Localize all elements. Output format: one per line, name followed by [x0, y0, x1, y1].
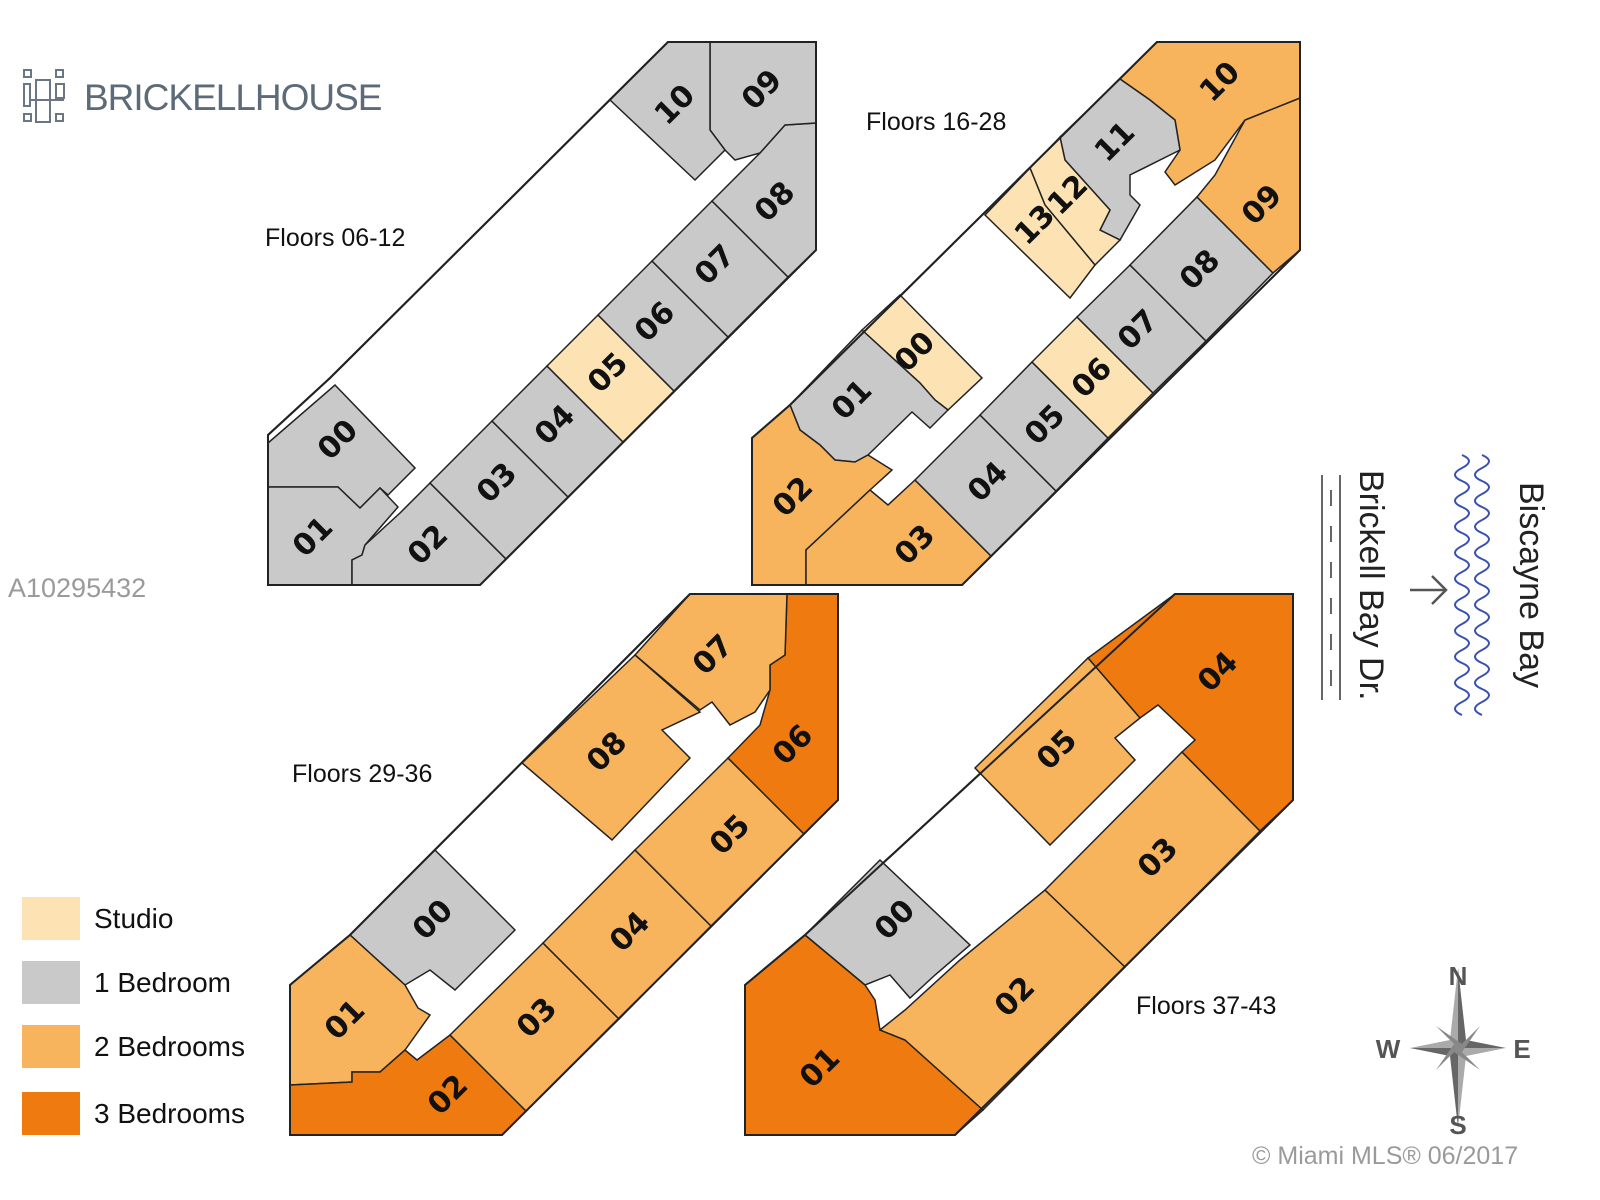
logo-mark-icon	[23, 69, 65, 123]
legend-studio: Studio	[22, 897, 173, 940]
unit-13-studio[interactable]	[983, 166, 1096, 300]
unit-05-2br[interactable]	[973, 656, 1142, 847]
floor-label-29-36: Floors 29-36	[292, 760, 433, 788]
legend-label: Studio	[94, 902, 174, 934]
plan-outline-stroke	[744, 593, 1294, 1136]
compass-east: E	[1513, 1034, 1530, 1064]
legend-3-bedrooms: 3 Bedrooms	[22, 1092, 245, 1135]
legend-2-bedrooms: 2 Bedrooms	[22, 1025, 245, 1068]
listing-id: A10295432	[8, 573, 147, 603]
brickellhouse-logo: BRICKELLHOUSE	[22, 68, 382, 128]
unit-00-1br[interactable]	[803, 858, 972, 1000]
plan-outline-stroke	[751, 41, 1301, 586]
legend-swatch	[22, 961, 80, 1004]
legend-swatch	[22, 1025, 80, 1068]
legend-1-bedroom: 1 Bedroom	[22, 961, 231, 1004]
floor-label-16-28: Floors 16-28	[866, 108, 1007, 136]
legend-label: 2 Bedrooms	[94, 1030, 245, 1062]
waves-icon	[1454, 454, 1490, 716]
legend-swatch	[22, 897, 80, 940]
compass-west: W	[1376, 1034, 1401, 1064]
wave-line	[1454, 454, 1470, 716]
copyright-notice: © Miami MLS® 06/2017	[1252, 1142, 1519, 1170]
unit-07-2br[interactable]	[633, 593, 788, 726]
wave-line	[1474, 454, 1490, 716]
arrow-east-icon	[1410, 575, 1448, 605]
legend-label: 1 Bedroom	[94, 966, 231, 998]
street-label: Brickell Bay Dr.	[1352, 470, 1390, 701]
compass-north: N	[1449, 961, 1468, 991]
legend-label: 3 Bedrooms	[94, 1097, 245, 1129]
floor-label-06-12: Floors 06-12	[265, 224, 406, 252]
road-icon	[1321, 475, 1341, 700]
compass-icon: N S W E	[1376, 961, 1531, 1140]
plan-outline-stroke	[267, 41, 817, 586]
logo-text: BRICKELLHOUSE	[84, 77, 382, 118]
plan-outline-stroke	[289, 593, 839, 1136]
legend-swatch	[22, 1092, 80, 1135]
bay-label: Biscayne Bay	[1512, 482, 1550, 688]
floor-label-37-43: Floors 37-43	[1136, 992, 1277, 1020]
compass-south: S	[1449, 1110, 1466, 1140]
